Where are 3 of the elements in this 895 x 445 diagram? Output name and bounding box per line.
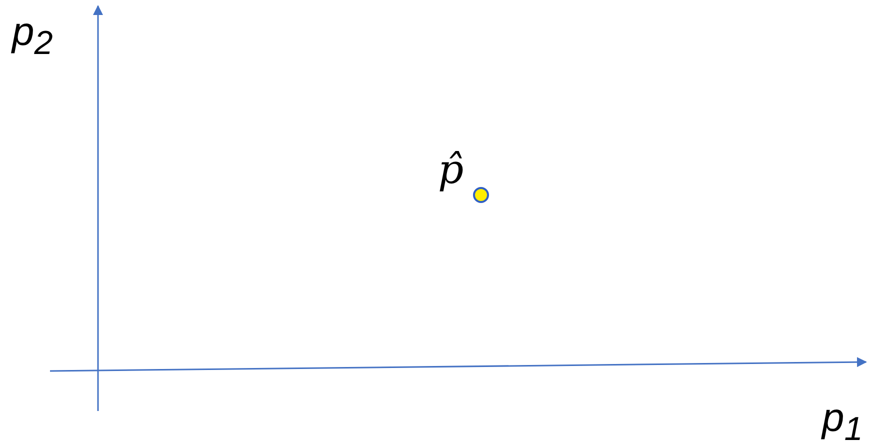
point-label: p̂	[438, 150, 464, 190]
axis-label: p$_{2}$	[12, 12, 53, 60]
axis-label: p$_{1}$	[822, 398, 863, 445]
